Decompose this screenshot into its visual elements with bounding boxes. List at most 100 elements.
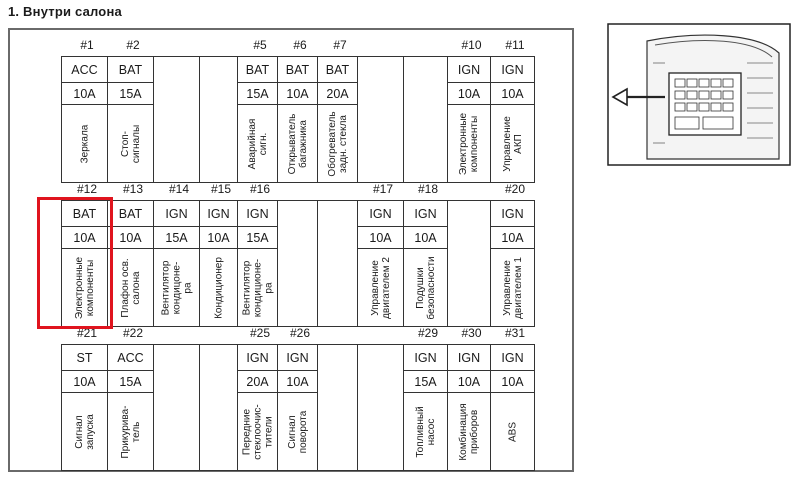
dashboard-edge	[654, 40, 773, 58]
empty-fuse-slot	[318, 345, 358, 471]
fuse-number: #13	[122, 182, 144, 196]
fuse-power-type: BAT	[108, 201, 154, 227]
fuse-amperage: 15A	[108, 371, 154, 393]
fuse-power-type: IGN	[404, 201, 448, 227]
fuse-circuit-label-cell: Топливный насос	[404, 393, 448, 471]
fuse-circuit-label-cell: Сигнал поворота	[278, 393, 318, 471]
fuse-amperage: 10A	[62, 83, 108, 105]
fuse-power-type: BAT	[108, 57, 154, 83]
fuse-power-type: IGN	[154, 201, 200, 227]
fuse-number: #6	[293, 38, 307, 52]
fuse-circuit-label: Топливный насос	[414, 405, 437, 458]
empty-fuse-slot	[200, 57, 238, 183]
fuse-amperage: 15A	[154, 227, 200, 249]
fuse-amperage: 10A	[491, 83, 535, 105]
fuse-circuit-label-cell: Обогреватель задн. стекла	[318, 105, 358, 183]
fuse-circuit-label: Комбинация приборов	[458, 402, 480, 461]
fuse-circuit-label: Обогреватель задн. стекла	[326, 110, 349, 177]
fuse-number: #30	[461, 326, 482, 340]
empty-fuse-slot	[278, 201, 318, 327]
fuse-amperage: 10A	[491, 227, 535, 249]
fuse-box-slots	[674, 78, 734, 130]
fuse-amperage: 10A	[62, 227, 108, 249]
fuse-circuit-label-cell: Вентилятор кондицоне- ра	[154, 249, 200, 327]
fuse-amperage: 15A	[238, 227, 278, 249]
empty-fuse-slot	[154, 57, 200, 183]
fuse-power-type: IGN	[491, 345, 535, 371]
fuse-box-outline	[668, 72, 742, 136]
dashboard-shading	[653, 62, 773, 144]
empty-fuse-slot	[358, 57, 404, 183]
fuse-circuit-label: Аварийная сигн.	[246, 118, 269, 169]
fuse-power-type: BAT	[238, 57, 278, 83]
fuse-table-frame	[8, 28, 574, 472]
fuse-box-location-diagram	[607, 23, 791, 166]
empty-fuse-slot	[200, 345, 238, 471]
empty-fuse-slot	[448, 201, 491, 327]
fuse-circuit-label-cell: Управление АКП	[491, 105, 535, 183]
fuse-amperage: 10A	[448, 83, 491, 105]
fuse-circuit-label-cell: Открыватель багажника	[278, 105, 318, 183]
empty-fuse-slot	[404, 57, 448, 183]
fuse-amperage: 15A	[238, 83, 278, 105]
fuse-circuit-label-cell: Кондиционер	[200, 249, 238, 327]
fuse-power-type: IGN	[278, 345, 318, 371]
fuse-circuit-label: Сигнал поворота	[286, 410, 309, 453]
fuse-circuit-label: Управление двигателем 1	[501, 256, 524, 319]
fuse-amperage: 10A	[448, 371, 491, 393]
fuse-number: #10	[461, 38, 482, 52]
fuse-number: #12	[76, 182, 98, 196]
fuse-circuit-label: Вентилятор кондицоне- ра	[160, 260, 193, 315]
empty-fuse-slot	[318, 201, 358, 327]
fuse-power-type: IGN	[358, 201, 404, 227]
fuse-circuit-label: Открыватель багажника	[286, 113, 309, 174]
fuse-number: #16	[249, 182, 271, 196]
fuse-circuit-label: Вентилятор кондиционе- ра	[241, 258, 274, 317]
fuse-amperage: 15A	[404, 371, 448, 393]
fuse-circuit-label-cell: Электронные компоненты	[448, 105, 491, 183]
fuse-amperage: 10A	[278, 83, 318, 105]
fuse-circuit-label-cell: Комбинация приборов	[448, 393, 491, 471]
fuse-power-type: IGN	[491, 57, 535, 83]
fuse-circuit-label-cell: ABS	[491, 393, 535, 471]
fuse-number: #17	[372, 182, 394, 196]
fuse-circuit-label-cell: Зеркала	[62, 105, 108, 183]
fuse-number: #14	[168, 182, 190, 196]
fuse-circuit-label: Прикурива- тель	[119, 405, 142, 458]
fuse-amperage: 10A	[491, 371, 535, 393]
fuse-power-type: ST	[62, 345, 108, 371]
fuse-amperage: 10A	[108, 227, 154, 249]
fuse-circuit-label-cell: Сигнал запуска	[62, 393, 108, 471]
fuse-number: #11	[505, 38, 525, 52]
fuse-circuit-label: Управление АКП	[501, 115, 524, 172]
fuse-power-type: ACC	[62, 57, 108, 83]
fuse-circuit-label: ABS	[507, 421, 518, 442]
fuse-circuit-label: Плафон осв. салона	[119, 257, 142, 318]
fuse-amperage: 10A	[358, 227, 404, 249]
fuse-circuit-label-cell: Плафон осв. салона	[108, 249, 154, 327]
empty-fuse-slot	[154, 345, 200, 471]
fuse-number: #1	[80, 38, 94, 52]
empty-fuse-slot	[358, 345, 404, 471]
fuse-number: #5	[253, 38, 267, 52]
fuse-circuit-label: Подушки безопасности	[414, 255, 437, 320]
fuse-number: #2	[126, 38, 140, 52]
fuse-circuit-label-cell: Аварийная сигн.	[238, 105, 278, 183]
fuse-number: #22	[122, 326, 144, 340]
fuse-amperage: 15A	[108, 83, 154, 105]
fuse-number: #29	[417, 326, 439, 340]
fuse-circuit-label: Сигнал запуска	[73, 413, 96, 450]
fuse-amperage: 10A	[200, 227, 238, 249]
fuse-power-type: IGN	[448, 345, 491, 371]
fuse-power-type: BAT	[278, 57, 318, 83]
fuse-circuit-label-cell: Передние стеклоочис- тители	[238, 393, 278, 471]
fuse-power-type: IGN	[491, 201, 535, 227]
page-heading: 1. Внутри салона	[8, 4, 122, 19]
fuse-power-type: IGN	[200, 201, 238, 227]
fuse-number: #15	[210, 182, 232, 196]
fuse-circuit-label-cell: Вентилятор кондиционе- ра	[238, 249, 278, 327]
fuse-circuit-label: Стоп- сигналы	[119, 124, 142, 163]
